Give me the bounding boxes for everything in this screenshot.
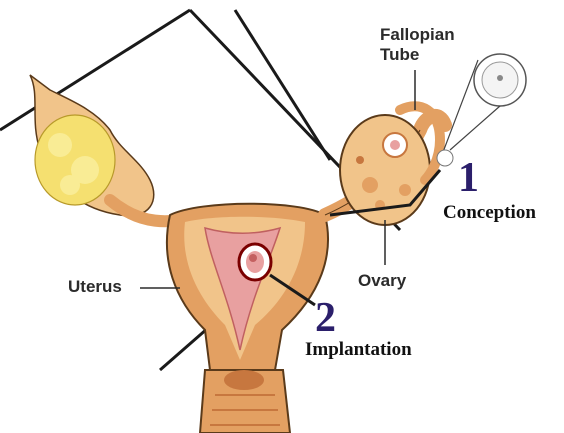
step-1-caption: Conception xyxy=(443,203,536,222)
egg-cell-icon xyxy=(474,54,526,106)
ovary-label: Ovary xyxy=(358,272,406,289)
cervix xyxy=(200,370,290,433)
pointer-line-mid xyxy=(235,10,330,160)
step-1-number: 1 xyxy=(458,157,479,199)
fallopian-tube-label-line1: Fallopian xyxy=(380,26,455,43)
step-2-number: 2 xyxy=(315,297,336,339)
pointer-line-left-top xyxy=(0,10,190,130)
uterus-body xyxy=(167,204,328,370)
fallopian-tube-label-line2: Tube xyxy=(380,46,455,63)
step-2-caption: Implantation xyxy=(305,340,412,359)
fallopian-tube-label: Fallopian Tube xyxy=(380,26,455,63)
left-ovary xyxy=(30,75,154,216)
embryo-icon xyxy=(239,244,271,280)
fertilized-egg-icon xyxy=(437,150,453,166)
uterus-label: Uterus xyxy=(68,278,122,295)
